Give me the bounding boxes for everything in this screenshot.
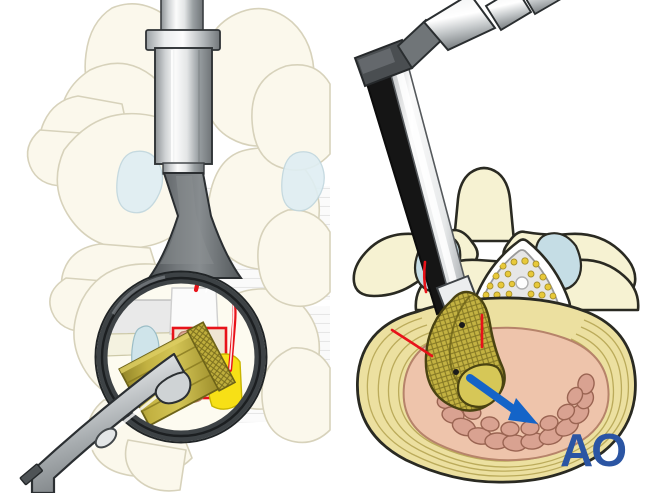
retractor-ring-edge [94,270,268,444]
rongeur-hinge [19,463,43,486]
marker-line-left-superior [422,260,428,294]
camera-body [422,0,497,52]
camera-ring-2 [525,0,561,16]
marker-line-left-inferior [390,328,434,358]
retractor-flange[interactable] [145,29,221,51]
tubular-retractor[interactable] [145,0,243,279]
channel-highlight [392,55,462,302]
surgical-field-window [94,270,268,444]
rongeur-shaft [30,352,186,493]
pituitary-rongeur[interactable] [19,352,192,493]
shaver-mark-2 [453,369,459,375]
fragment-mesh-edge [186,321,237,392]
rongeur-window-hole [94,427,118,449]
direction-arrow [466,374,538,424]
central-canal [515,276,529,290]
arrow-shaft [466,374,520,415]
funnel-highlight [160,176,214,264]
retractor-barrel [154,47,213,165]
ao-logo-label: AO [560,424,625,476]
cap-highlight [358,48,395,74]
rongeur-jaw-tip [154,370,192,405]
retractor-ring-outline [100,276,262,438]
right-panel-axial-view [352,0,640,484]
arrow-head [508,398,538,424]
shaver-mark-1 [459,322,465,328]
endoscope-assembly[interactable] [353,0,610,316]
nerve-marker-lines [390,260,484,358]
curved-shaver-tip [424,290,506,412]
camera-ring-1 [484,0,533,32]
ao-foundation-logo: AO [560,424,627,476]
ring-highlight [111,275,166,315]
left-panel-posterior-view [19,0,331,493]
retractor-funnel [147,172,243,279]
fragment-highlight [119,324,205,374]
spinous-process [452,166,516,243]
